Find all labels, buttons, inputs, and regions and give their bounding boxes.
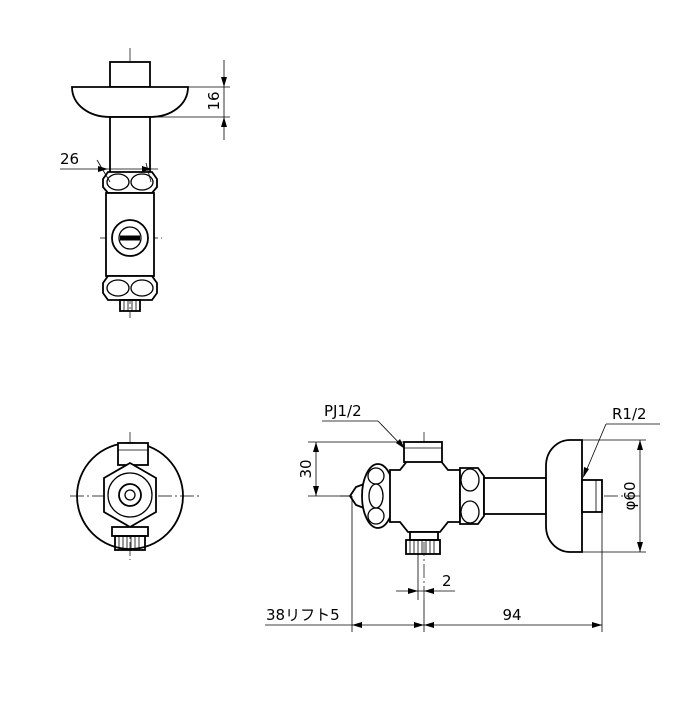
side-adjuster [111,219,149,257]
dim-offset: 2 [442,572,452,590]
side-hex-nut [459,467,485,525]
threaded-tip [109,61,151,88]
side-bottom-knob [405,539,441,555]
dim-flange-height: 16 [205,91,223,110]
outlet-r [581,479,603,513]
r-leader [583,423,607,477]
screwdriver-slot [120,235,140,241]
valve-body [105,192,155,277]
dim-top-height: 30 [297,459,315,478]
dim-body-width: 26 [60,150,79,168]
dim-stroke-length: 38リフト5 [266,606,340,624]
inlet-pj [403,441,443,463]
wall-flange [71,86,189,118]
top-view: 16 26 [60,48,230,318]
lower-hex-nut [102,275,158,301]
side-view: PJ1/2 R1/2 30 φ60 2 38リフト [265,402,660,632]
label-outlet-thread: R1/2 [612,405,647,423]
side-valve-body [389,459,461,533]
dim-flange-diameter: φ60 [621,482,639,511]
dim-total-length: 94 [502,606,521,624]
pipe-segment [109,116,151,178]
side-flange [545,439,583,553]
front-view [70,432,200,560]
label-inlet-thread: PJ1/2 [324,402,362,420]
inlet-stub [117,442,149,466]
bottom-knob [119,299,141,312]
side-pipe [483,477,547,515]
front-bottom-knob [114,535,146,551]
front-adjuster [118,483,142,507]
